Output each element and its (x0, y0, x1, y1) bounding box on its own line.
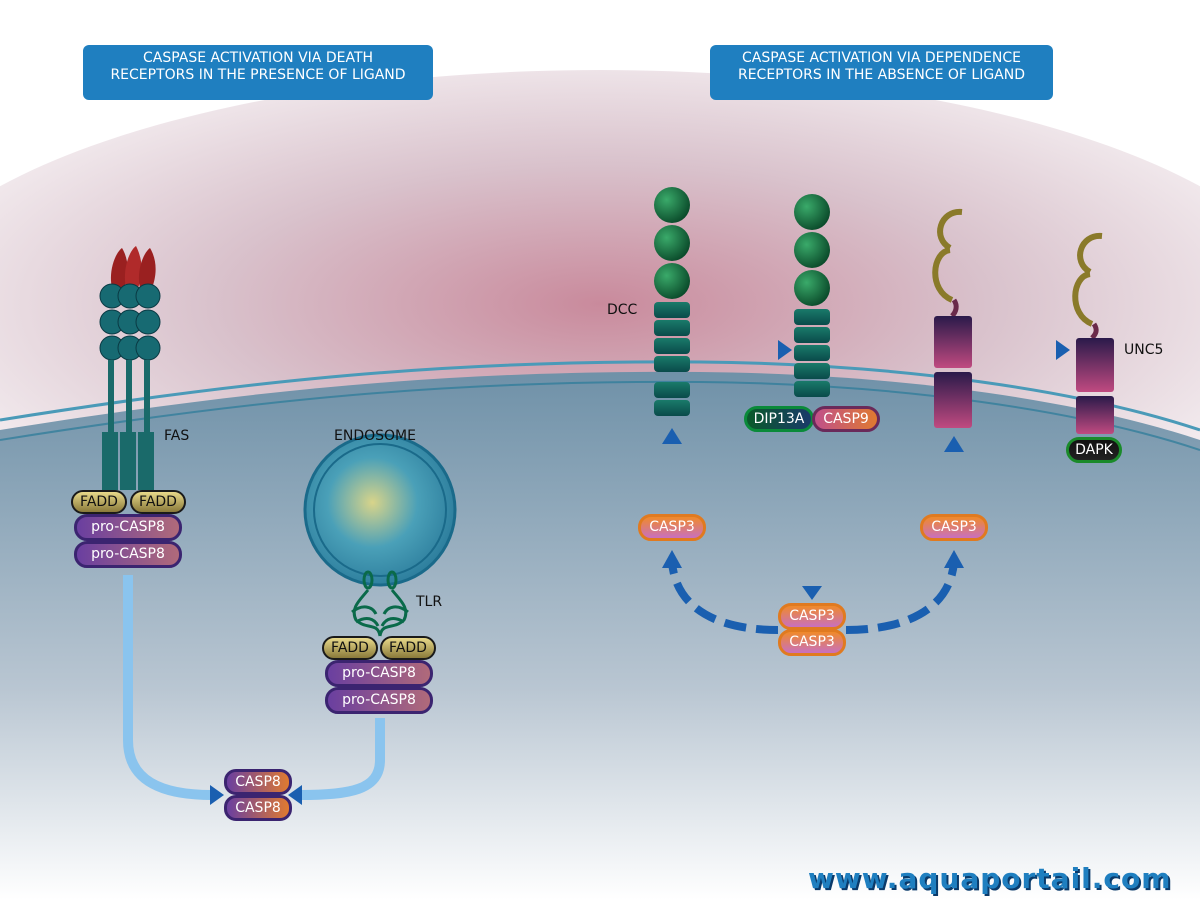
unc5-receptor-b (1072, 232, 1114, 434)
dcc-bound-receptor (794, 194, 830, 397)
pro-casp8-protein: pro-CASP8 (325, 660, 433, 687)
arrow-casp3-to-dcc (662, 428, 682, 505)
cell-cytoplasm (0, 371, 1200, 900)
arrow-loop-right (845, 550, 964, 634)
arrow-head (802, 586, 822, 600)
dip13a-protein: DIP13A (744, 406, 814, 432)
fadd-protein: FADD (322, 636, 378, 660)
title-line: CASPASE ACTIVATION VIA DEATH (142, 50, 374, 66)
label-fas: FAS (164, 428, 190, 444)
casp3-protein: CASP3 (778, 629, 846, 656)
title-dependence-receptors: CASPASE ACTIVATION VIA DEPENDENCE RECEPT… (710, 45, 1053, 100)
cell-membrane-inner (0, 380, 1200, 451)
unc5-receptor-a (932, 208, 972, 428)
label-tlr: TLR (416, 594, 443, 610)
label-endosome: ENDOSOME (334, 428, 416, 444)
endosome (303, 433, 457, 587)
fadd-protein: FADD (130, 490, 186, 514)
title-line: CASPASE ACTIVATION VIA DEPENDENCE (742, 50, 1021, 66)
arrow-head (778, 340, 792, 360)
dapk-protein: DAPK (1066, 437, 1122, 463)
dcc-receptor (654, 187, 690, 416)
casp8-protein: CASP8 (224, 769, 292, 795)
title-line: RECEPTORS IN THE ABSENCE OF LIGAND (737, 67, 1026, 83)
tlr-receptor (351, 570, 409, 637)
casp3-protein: CASP3 (778, 603, 846, 630)
arrow-casp3-to-unc5 (944, 436, 964, 505)
pro-casp8-protein: pro-CASP8 (74, 514, 182, 541)
casp3-protein: CASP3 (920, 514, 988, 541)
casp8-protein: CASP8 (224, 795, 292, 821)
arrow-tlr-to-casp8 (288, 718, 385, 805)
casp3-protein: CASP3 (638, 514, 706, 541)
fadd-protein: FADD (71, 490, 127, 514)
label-dcc: DCC (607, 302, 638, 318)
arrow-fas-to-casp8 (123, 575, 224, 805)
casp9-protein: CASP9 (812, 406, 880, 432)
title-death-receptors: CASPASE ACTIVATION VIA DEATH RECEPTORS I… (83, 45, 433, 100)
fadd-protein: FADD (380, 636, 436, 660)
pro-casp8-protein: pro-CASP8 (325, 687, 433, 714)
arrow-loop-left (662, 550, 779, 634)
fas-receptor (99, 246, 161, 490)
watermark-text: www.aquaportail.com (808, 862, 1172, 895)
pro-casp8-protein: pro-CASP8 (74, 541, 182, 568)
label-unc5: UNC5 (1124, 342, 1164, 358)
arrow-head (1056, 340, 1070, 360)
title-line: RECEPTORS IN THE PRESENCE OF LIGAND (110, 67, 406, 83)
